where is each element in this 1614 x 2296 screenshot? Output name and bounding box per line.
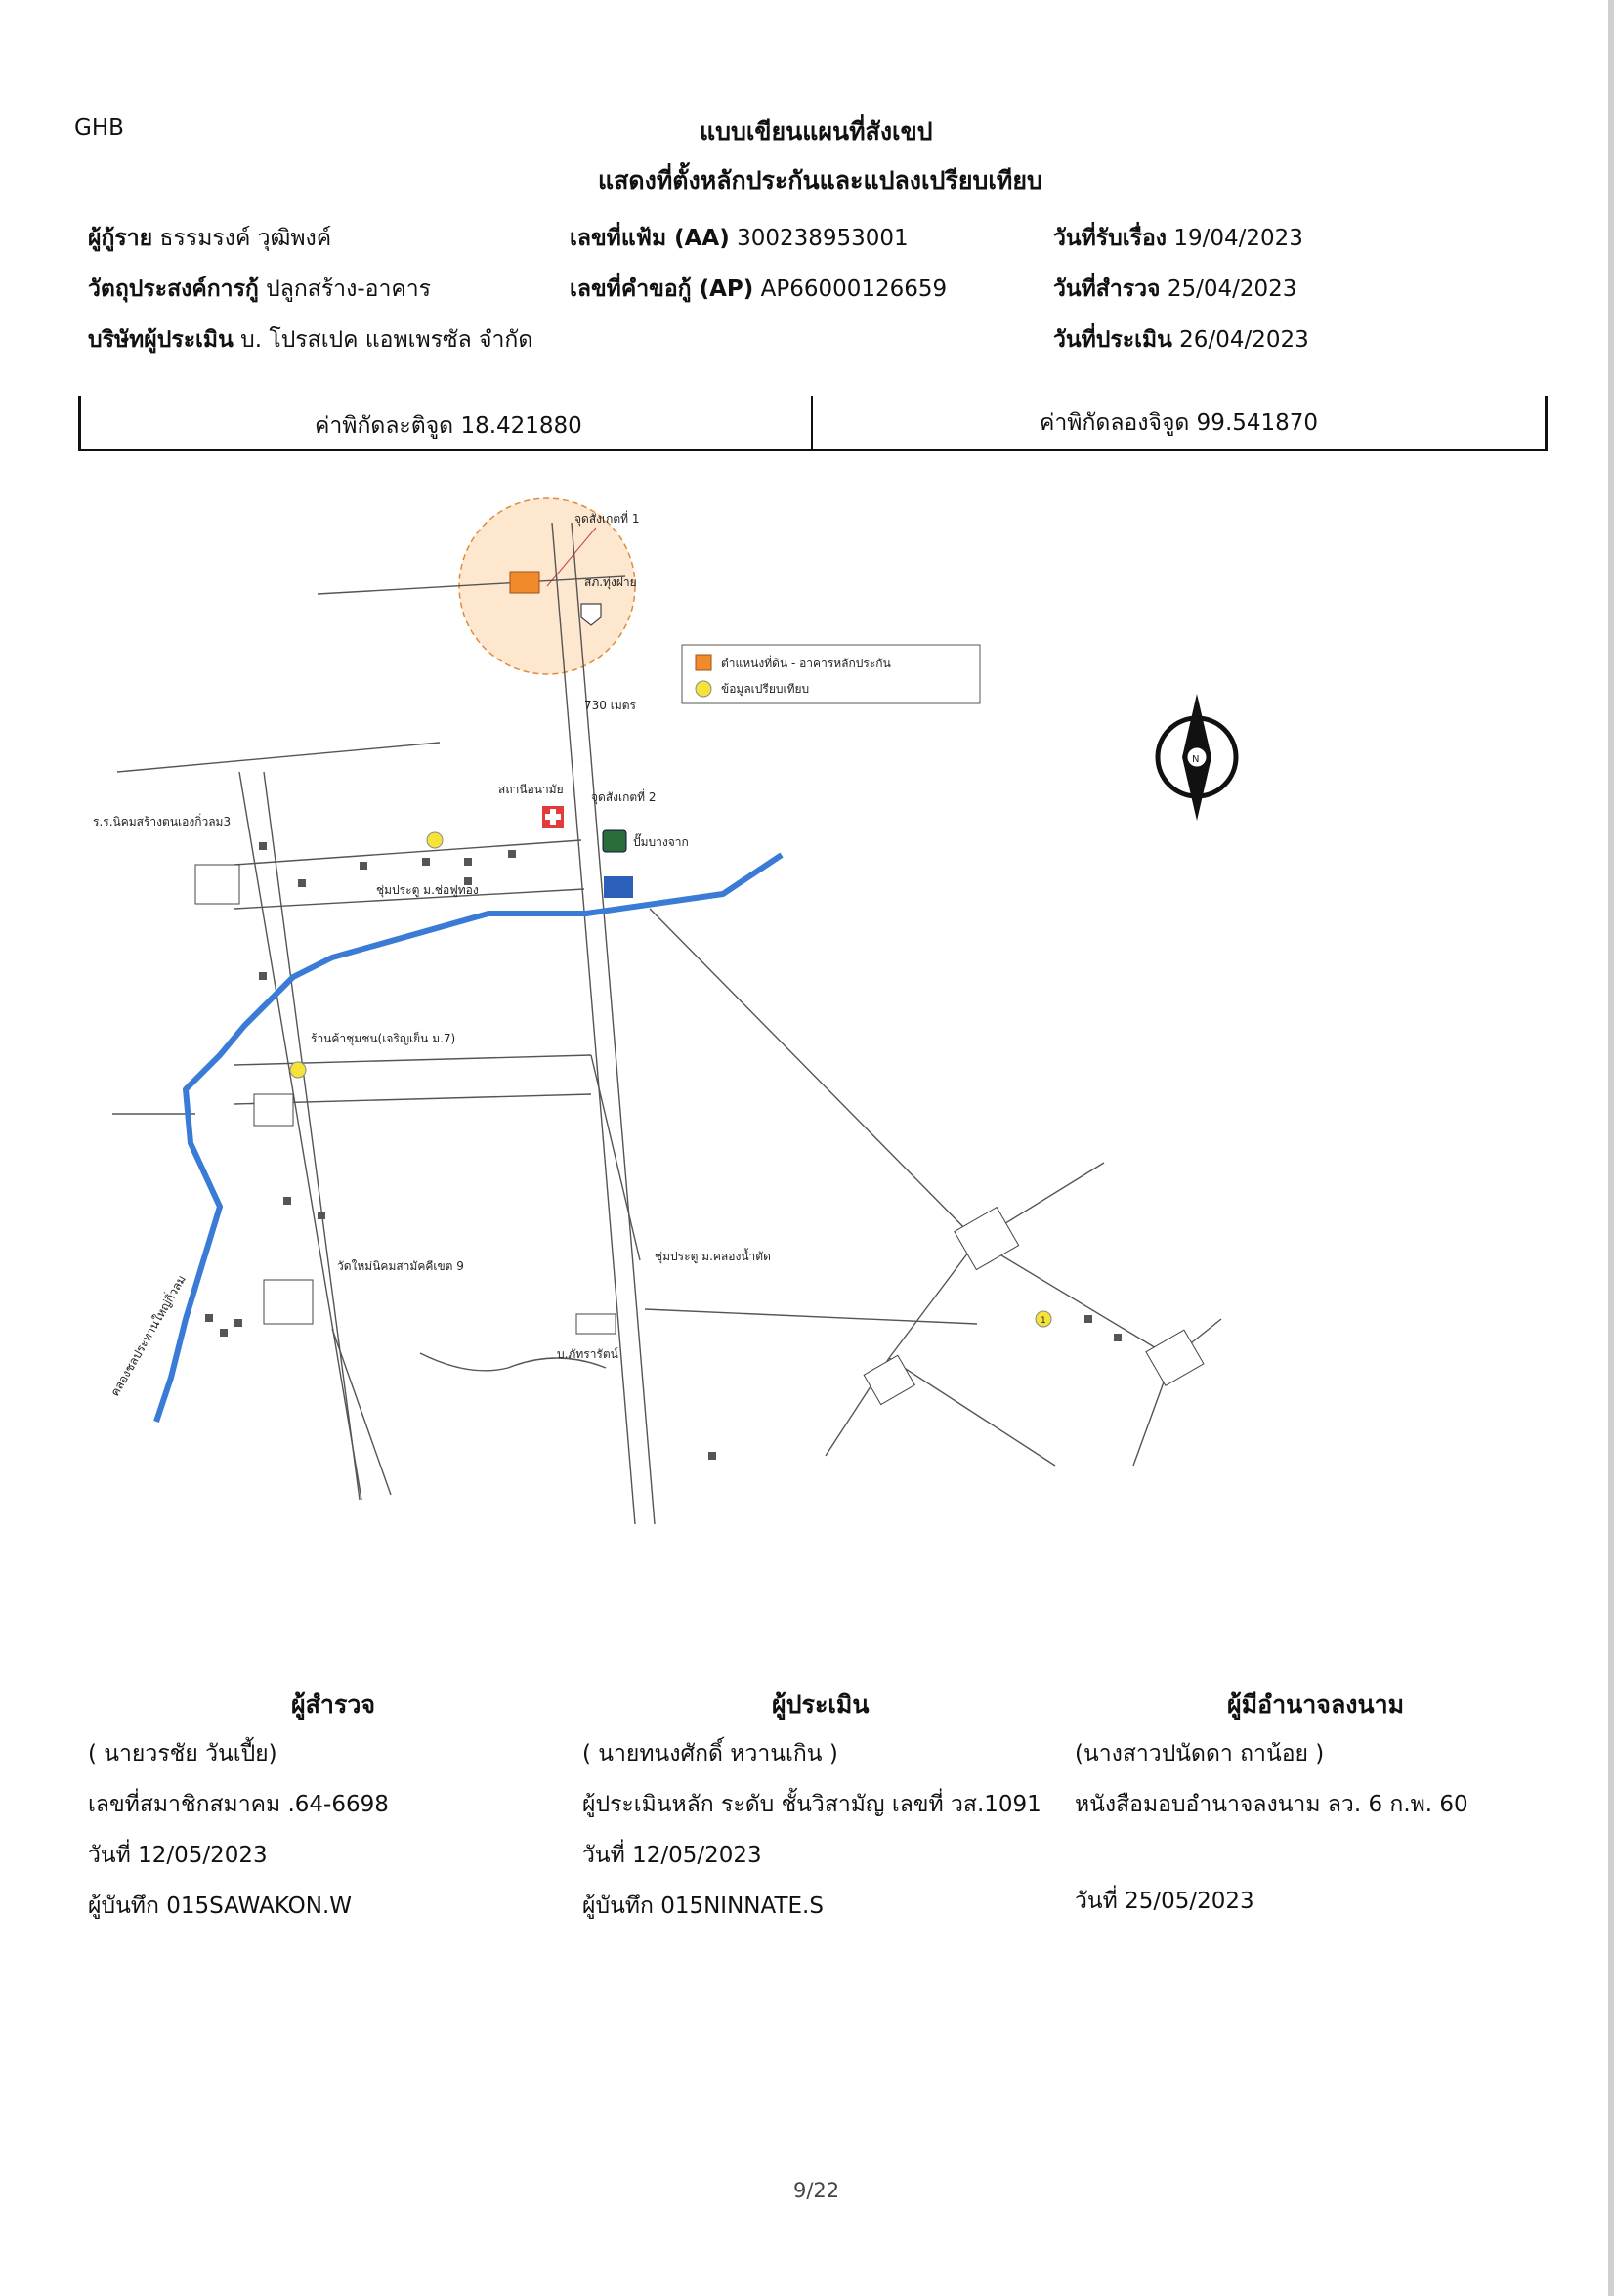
appraiser-title: ผู้ประเมิน: [772, 1690, 870, 1719]
org-code: GHB: [74, 115, 124, 141]
map-legend: [681, 644, 981, 704]
landmark-2-label: จุดสังเกตที่ 2: [591, 788, 657, 805]
company-label: บริษัทผู้ประเมิน: [88, 327, 234, 353]
canal-label: คลองชลประทานใหญ่กิ่วลม: [106, 1272, 189, 1399]
school-building-icon: [194, 864, 240, 905]
legend-compare-swatch: [695, 680, 712, 698]
north-label: N: [1192, 754, 1199, 765]
borrower-label: ผู้กู้ราย: [88, 226, 153, 251]
appraiser-recorder: ผู้บันทึก 015NINNATE.S: [582, 1893, 824, 1919]
shop-building-icon: [253, 1093, 294, 1127]
gas-station-icon: [602, 829, 627, 853]
authorized-name: (นางสาวปนัดดา ถาน้อย ): [1075, 1741, 1325, 1766]
school-label: ร.ร.นิคมสร้างตนเองกิ่วลม3: [93, 813, 231, 829]
longitude-value: 99.541870: [1196, 410, 1319, 436]
temple-label: วัดใหม่นิคมสามัคคีเขต 9: [337, 1259, 464, 1273]
appraise-date-row: วันที่ประเมิน 26/04/2023: [1053, 322, 1309, 358]
file-no-label: เลขที่แฟ้ม (AA): [570, 226, 730, 251]
borrower-row: ผู้กู้ราย ธรรมรงค์ วุฒิพงค์: [88, 221, 331, 256]
page-subtitle: แสดงที่ตั้งหลักประกันและแปลงเปรียบเทียบ: [598, 166, 1042, 194]
received-date-label: วันที่รับเรื่อง: [1053, 226, 1168, 251]
request-no-label: เลขที่คำขอกู้ (AP): [570, 276, 754, 302]
radius-line: [546, 527, 597, 587]
police-station-label: สภ.ทุ่งฝาย: [584, 575, 637, 590]
received-date-row: วันที่รับเรื่อง 19/04/2023: [1053, 221, 1303, 256]
authorized-doc: หนังสือมอบอำนาจลงนาม ลว. 6 ก.พ. 60: [1075, 1792, 1468, 1817]
request-no-row: เลขที่คำขอกู้ (AP) AP66000126659: [570, 272, 947, 307]
health-station-label: สถานีอนามัย: [498, 783, 564, 796]
legend-compare-label: ข้อมูลเปรียบเทียบ: [721, 682, 809, 697]
chumpradu-2-label: ชุ่มประตู ม.คลองน้ำตัด: [655, 1248, 771, 1264]
temple-icon: [263, 1279, 314, 1325]
survey-date-label: วันที่สำรวจ: [1053, 276, 1161, 302]
road-network: [112, 522, 1222, 1525]
page-number: 9/22: [793, 2179, 840, 2202]
coordinate-divider: [811, 396, 813, 449]
factory-label: บ.ภัทรารัตน์: [557, 1347, 618, 1361]
latitude-value: 18.421880: [460, 413, 582, 439]
temple-east-icon: [954, 1206, 1020, 1271]
distance-label: 730 เมตร: [584, 699, 637, 712]
authorized-title: ผู้มีอำนาจลงนาม: [1227, 1690, 1405, 1719]
purpose-label: วัตถุประสงค์การกู้: [88, 276, 259, 302]
market-icon: [604, 876, 633, 898]
compare-point: [426, 831, 444, 849]
survey-date-value: 25/04/2023: [1167, 276, 1297, 302]
purpose-row: วัตถุประสงค์การกู้ ปลูกสร้าง-อาคาร: [88, 272, 431, 307]
longitude-row: ค่าพิกัดลองจิจูด 99.541870: [1040, 405, 1318, 441]
gas-station-label: ปั๊มบางจาก: [633, 833, 689, 849]
surveyor-name: ( นายวรชัย วันเปี้ย): [88, 1741, 277, 1766]
legend-collateral-swatch: [695, 654, 712, 671]
compare-point-shop: [289, 1061, 307, 1079]
latitude-label: ค่าพิกัดละติจูด: [315, 413, 454, 439]
purpose-value: ปลูกสร้าง-อาคาร: [266, 276, 432, 302]
landmark-1-label: จุดสังเกตที่ 1: [574, 510, 640, 527]
legend-collateral-label: ตำแหน่งที่ดิน - อาคารหลักประกัน: [721, 655, 891, 670]
surveyor-date: วันที่ 12/05/2023: [88, 1843, 268, 1868]
file-no-row: เลขที่แฟ้ม (AA) 300238953001: [570, 221, 909, 256]
temple-south-icon: [863, 1354, 916, 1406]
latitude-row: ค่าพิกัดละติจูด 18.421880: [315, 408, 582, 444]
surveyor-recorder: ผู้บันทึก 015SAWAKON.W: [88, 1893, 353, 1919]
appraise-date-label: วันที่ประเมิน: [1053, 327, 1172, 353]
request-no-value: AP66000126659: [760, 276, 948, 302]
company-row: บริษัทผู้ประเมิน บ. โปรสเปค แอพเพรซัล จำ…: [88, 322, 532, 358]
file-no-value: 300238953001: [737, 226, 909, 251]
page-title: แบบเขียนแผนที่สังเขป: [700, 117, 933, 146]
compare-point-east: [1035, 1310, 1052, 1328]
coordinate-box: [78, 396, 1548, 451]
school-east-icon: [1145, 1329, 1205, 1387]
chumpradu-label: ชุ่มประตู ม.ช่อฟูทอง: [376, 883, 479, 898]
compare-point-label: 1: [1041, 1316, 1046, 1326]
location-map: ตำแหน่งที่ดิน - อาคารหลักประกัน ข้อมูลเป…: [93, 497, 1239, 1525]
north-arrow-icon: N: [1155, 694, 1239, 821]
house-markers: [205, 842, 1122, 1460]
canal-line: [153, 852, 784, 1423]
shop-label: ร้านค้าชุมชน(เจริญเย็น ม.7): [311, 1031, 455, 1046]
appraiser-date: วันที่ 12/05/2023: [582, 1843, 762, 1868]
surveyor-member: เลขที่สมาชิกสมาคม .64-6698: [88, 1792, 389, 1817]
police-station-icon: [580, 603, 602, 626]
appraiser-level: ผู้ประเมินหลัก ระดับ ชั้นวิสามัญ เลขที่ …: [582, 1792, 1041, 1817]
authorized-date: วันที่ 25/05/2023: [1075, 1889, 1254, 1914]
borrower-value: ธรรมรงค์ วุฒิพงค์: [159, 226, 332, 251]
page-edge: [1608, 0, 1614, 2296]
received-date-value: 19/04/2023: [1173, 226, 1303, 251]
surveyor-title: ผู้สำรวจ: [291, 1690, 376, 1719]
appraiser-name: ( นายทนงศักดิ์ หวานเกิน ): [582, 1741, 838, 1766]
appraise-date-value: 26/04/2023: [1179, 327, 1309, 353]
collateral-plot-marker: [509, 571, 540, 594]
company-value: บ. โปรสเปค แอพเพรซัล จำกัด: [240, 327, 533, 353]
longitude-label: ค่าพิกัดลองจิจูด: [1040, 410, 1190, 436]
survey-date-row: วันที่สำรวจ 25/04/2023: [1053, 272, 1296, 307]
factory-icon: [575, 1313, 616, 1335]
